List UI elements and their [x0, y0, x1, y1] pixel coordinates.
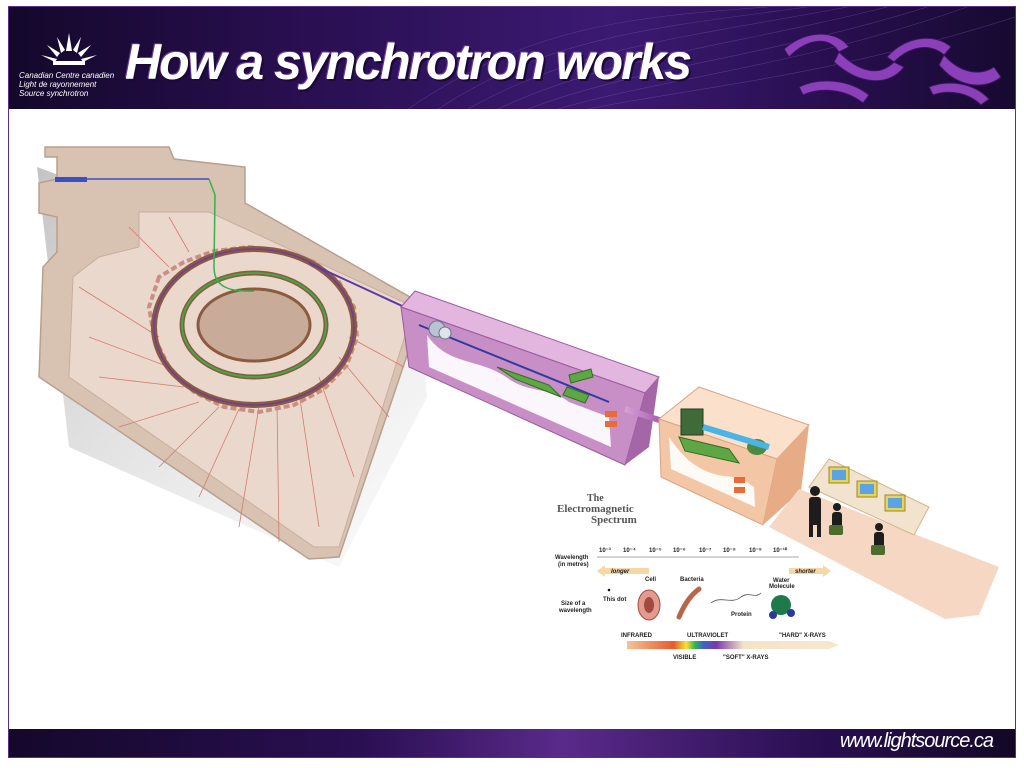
spectrum-bar	[627, 641, 839, 649]
longer-label: longer	[611, 569, 630, 575]
header-banner: Canadian Centre canadien Light de rayonn…	[9, 7, 1015, 109]
object-water: Water	[773, 578, 790, 584]
tick-label: 10⁻⁷	[699, 548, 712, 554]
page-title: How a synchrotron works	[125, 34, 692, 90]
tick-label: 10⁻⁸	[723, 548, 736, 554]
spectrum-title-1: The	[587, 493, 604, 504]
water-molecule-icon	[771, 595, 791, 615]
wavelength-label-1: Wavelength	[555, 555, 589, 561]
tick-label: 10⁻⁶	[673, 548, 686, 554]
beamline-optics-hutch	[400, 290, 682, 466]
tick-label: 10⁻⁵	[649, 548, 662, 554]
cls-logo-icon	[41, 33, 97, 65]
tick-label: 10⁻⁹	[749, 548, 762, 554]
longer-arrow-icon	[597, 565, 649, 577]
bacteria-icon	[676, 586, 702, 620]
shorter-label: shorter	[795, 569, 816, 575]
band-ultraviolet: ULTRAVIOLET	[687, 633, 728, 639]
footer-bar: www.lightsource.ca	[9, 729, 1015, 757]
scientist-silhouette-icon	[809, 486, 884, 548]
em-spectrum-chart: The Electromagnetic Spectrum Wavelength …	[555, 493, 839, 661]
band-visible: VISIBLE	[673, 655, 696, 661]
synchrotron-diagram: The Electromagnetic Spectrum Wavelength …	[37, 146, 999, 661]
computer-monitor-icon	[828, 466, 906, 512]
object-cell: Cell	[645, 577, 656, 583]
shorter-arrow-icon	[789, 565, 831, 577]
spectrum-title-2: Electromagnetic	[557, 503, 634, 515]
wavelength-ticks: 10⁻³ 10⁻⁴ 10⁻⁵ 10⁻⁶ 10⁻⁷ 10⁻⁸ 10⁻⁹ 10⁻¹⁰	[597, 547, 799, 558]
size-label-2: wavelength	[558, 608, 592, 614]
logo-text: Canadian Centre canadien Light de rayonn…	[19, 71, 119, 98]
footer-url-link[interactable]: www.lightsource.ca	[839, 730, 994, 752]
band-soft-xrays: "SOFT" X-RAYS	[723, 655, 768, 661]
logo-line-2: Light de rayonnement	[19, 80, 97, 89]
office-chair-icon	[829, 525, 885, 555]
logo-line-1: Canadian Centre canadien	[19, 71, 115, 80]
dot-icon	[607, 588, 611, 592]
logo-line-3: Source synchrotron	[19, 89, 89, 98]
object-molecule: Molecule	[769, 584, 795, 590]
object-protein: Protein	[731, 612, 752, 618]
size-label-1: Size of a	[561, 601, 586, 607]
synchrotron-building	[38, 146, 440, 560]
object-bacteria: Bacteria	[680, 577, 704, 583]
tick-label: 10⁻¹⁰	[773, 547, 788, 554]
header-decoration	[408, 7, 1015, 109]
band-infrared: INFRARED	[621, 633, 653, 639]
experimental-hutch	[657, 386, 810, 526]
control-room	[769, 458, 999, 619]
protein-icon	[710, 592, 762, 604]
band-hard-xrays: "HARD" X-RAYS	[779, 633, 826, 639]
tick-label: 10⁻³	[599, 547, 611, 554]
wavelength-label-2: (in metres)	[558, 562, 589, 568]
slide: Canadian Centre canadien Light de rayonn…	[8, 6, 1016, 758]
protein-ribbon-icon	[783, 33, 1002, 106]
tick-label: 10⁻⁴	[623, 548, 636, 554]
spectrum-title-3: Spectrum	[591, 514, 637, 526]
object-this-dot: This dot	[603, 597, 626, 603]
